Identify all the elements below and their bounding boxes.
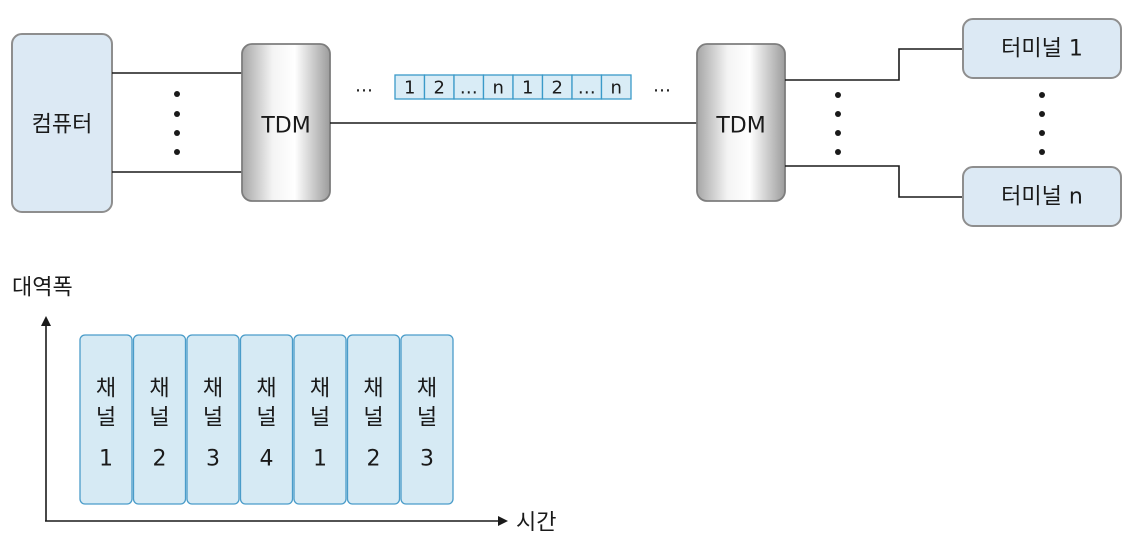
frame-slot: …: [453, 74, 485, 100]
tdm-right-label: TDM: [715, 114, 765, 139]
channel-slot: 채널 3: [400, 334, 454, 505]
frame-slot-label: 1: [404, 78, 415, 99]
channel-char-2: 널: [149, 406, 169, 431]
frame-slot: n: [600, 74, 632, 100]
channel-char-1: 채: [417, 377, 437, 402]
vertical-ellipsis-left: [174, 91, 180, 155]
frame-ellipsis-right: …: [653, 76, 671, 97]
channel-slot: 채널 1: [293, 334, 347, 505]
frame-slot-label: n: [611, 78, 622, 99]
frame-slot: 1: [512, 74, 544, 100]
computer-label: 컴퓨터: [32, 113, 93, 138]
channel-number: 4: [260, 447, 274, 472]
channel-number: 3: [206, 447, 220, 472]
tdm-left-node: TDM: [241, 43, 331, 202]
vertical-ellipsis-terminals: [1039, 92, 1045, 155]
channel-number: 2: [153, 447, 167, 472]
channel-char-1: 채: [363, 377, 383, 402]
frame-slot-label: 1: [522, 78, 533, 99]
tdm-left-label: TDM: [260, 114, 310, 139]
channel-char-2: 널: [310, 406, 330, 431]
terminal-1-node: 터미널 1: [962, 18, 1122, 79]
frame-slot-label: …: [578, 78, 596, 99]
frame-slot: …: [571, 74, 603, 100]
terminal-n-label: 터미널 n: [1001, 185, 1083, 210]
channel-number: 2: [367, 447, 381, 472]
channel-char-2: 널: [203, 406, 223, 431]
channel-char-1: 채: [310, 377, 330, 402]
wire-terminal-n: [785, 165, 963, 198]
channel-slot: 채널 1: [79, 334, 133, 505]
channel-char-1: 채: [149, 377, 169, 402]
channel-slot: 채널 2: [132, 334, 187, 505]
channel-slot: 채널 3: [186, 334, 240, 505]
vertical-ellipsis-right: [835, 92, 841, 155]
frame-slot-label: 2: [434, 78, 445, 99]
terminal-n-node: 터미널 n: [962, 166, 1122, 227]
channel-char-1: 채: [96, 377, 116, 402]
frame-slot: 2: [423, 74, 455, 100]
channel-number: 3: [420, 447, 434, 472]
frame-slot-label: n: [493, 78, 504, 99]
frame-slot-label: 2: [552, 78, 563, 99]
channel-char-2: 널: [363, 406, 383, 431]
x-axis-label: 시간: [516, 511, 556, 536]
frame-slot-label: …: [460, 78, 478, 99]
terminal-1-label: 터미널 1: [1001, 37, 1083, 62]
channel-number: 1: [313, 447, 327, 472]
channel-char-1: 채: [256, 377, 276, 402]
channel-slot: 채널 4: [239, 334, 294, 505]
channel-char-1: 채: [203, 377, 223, 402]
frame-slot: n: [482, 74, 514, 100]
tdm-right-node: TDM: [696, 43, 786, 202]
channel-char-2: 널: [96, 406, 116, 431]
computer-node: 컴퓨터: [11, 33, 113, 213]
channel-char-2: 널: [256, 406, 276, 431]
channel-char-2: 널: [417, 406, 437, 431]
channel-slot: 채널 2: [346, 334, 401, 505]
y-axis-label: 대역폭: [12, 276, 73, 301]
frame-ellipsis-left: …: [355, 76, 373, 97]
channel-number: 1: [99, 447, 113, 472]
wire-terminal-1: [785, 48, 963, 81]
frame-slot: 2: [541, 74, 573, 100]
frame-slot: 1: [394, 74, 426, 100]
